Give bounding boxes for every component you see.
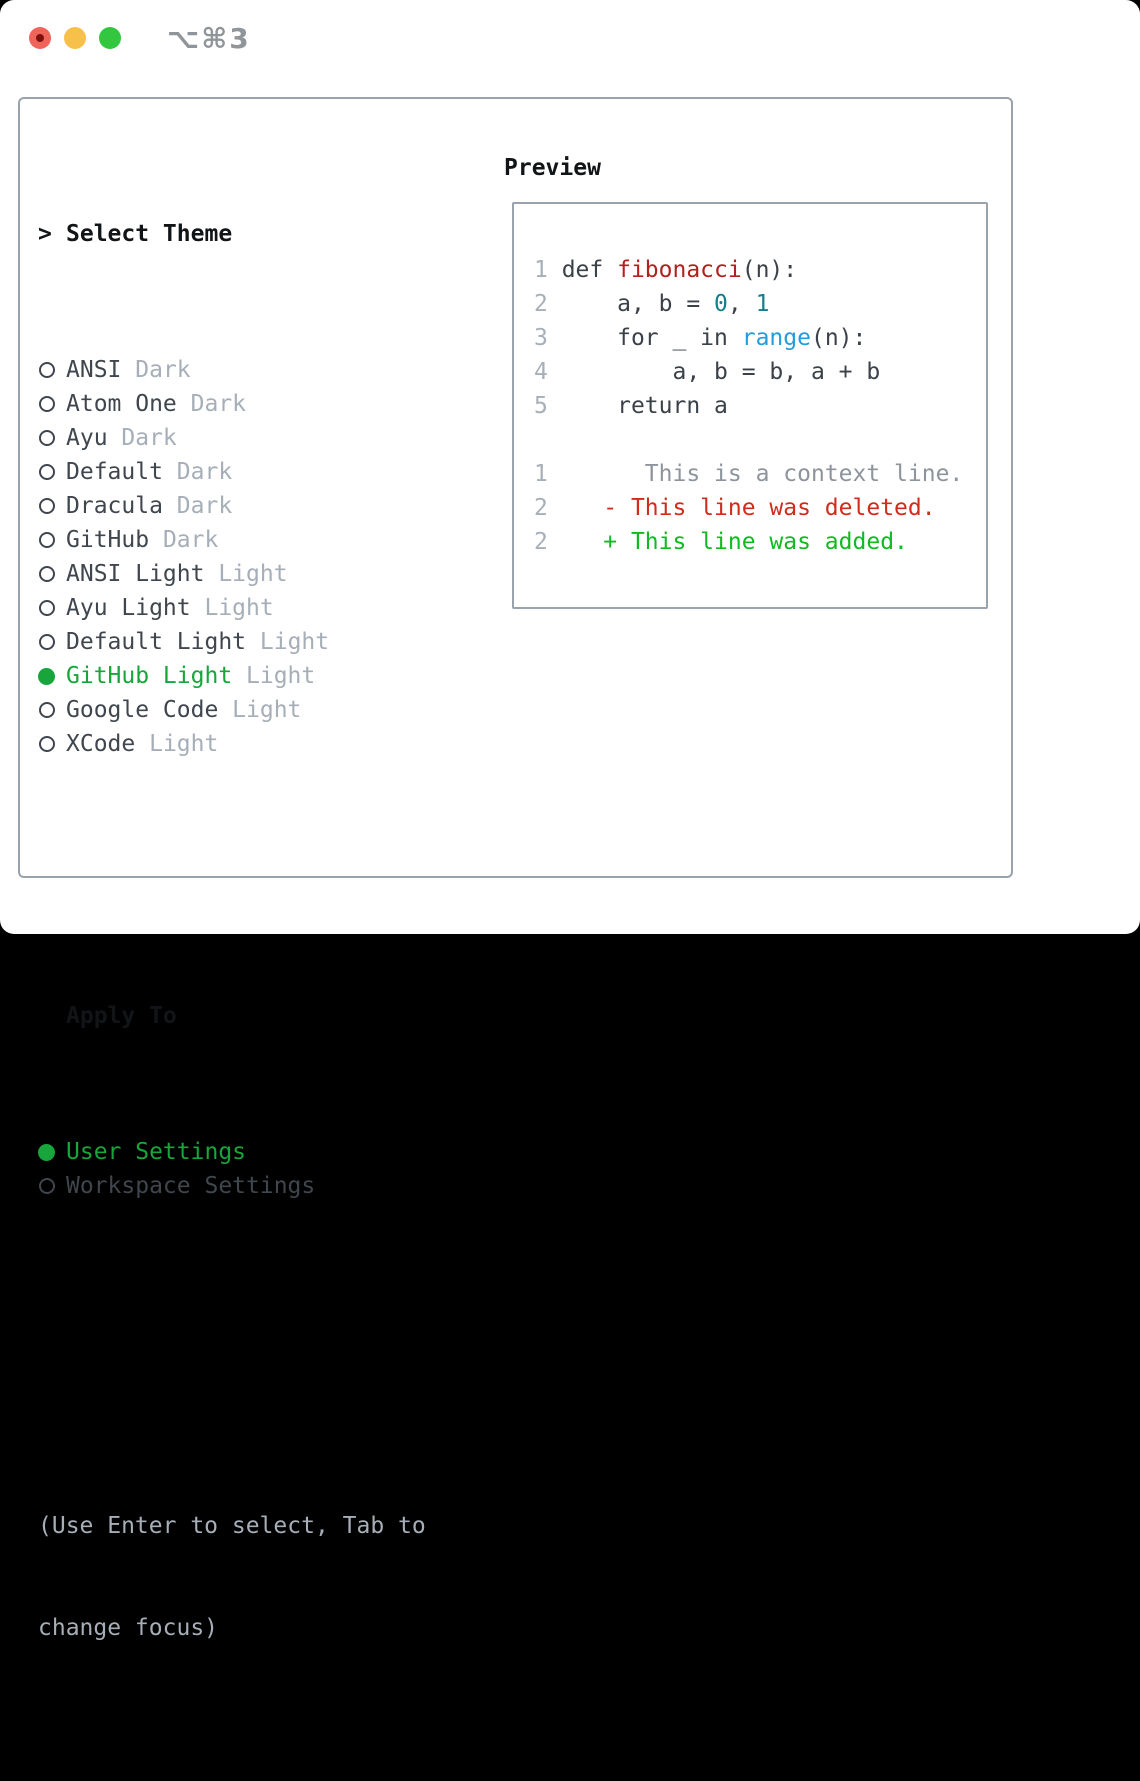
preview-code-box: 1 def fibonacci(n): 2 a, b = 0, 1 3 for _ … (512, 202, 988, 609)
theme-variant: Dark (190, 391, 247, 417)
theme-variant: Light (218, 561, 288, 587)
theme-name: GitHub Light (66, 663, 247, 689)
theme-option[interactable]: GitHub Light Light (38, 659, 426, 693)
radio-icon (38, 736, 66, 752)
theme-variant: Dark (121, 425, 177, 451)
theme-name: Atom One (66, 391, 191, 417)
minimize-button[interactable] (64, 27, 86, 49)
theme-option[interactable]: XCode Light (38, 727, 426, 761)
theme-option[interactable]: Default Light Light (38, 625, 426, 659)
window-title: ⌥⌘3 (167, 22, 251, 55)
theme-variant: Dark (176, 493, 233, 519)
theme-name: Default Light (66, 629, 260, 655)
radio-selected-icon (38, 1143, 66, 1161)
theme-name: Google Code (66, 697, 233, 723)
code-line (534, 423, 986, 457)
apply-to-option-label: Workspace Settings (66, 1173, 316, 1199)
help-line: change focus) (38, 1615, 219, 1641)
radio-icon (38, 566, 66, 582)
theme-variant: Dark (162, 527, 219, 553)
code-line: 1 def fibonacci(n): (534, 257, 798, 283)
code-line: 2 - This line was deleted. (534, 495, 936, 521)
theme-option[interactable]: Ayu Light Light (38, 591, 426, 625)
code-line: 1 This is a context line. (534, 461, 964, 487)
radio-icon (38, 430, 66, 446)
code-line: 2 + This line was added. (534, 529, 908, 555)
code-line: 2 a, b = 0, 1 (534, 291, 770, 317)
theme-option[interactable]: Google Code Light (38, 693, 426, 727)
radio-icon (38, 1178, 66, 1194)
radio-icon (38, 464, 66, 480)
theme-option[interactable]: GitHub Dark (38, 523, 426, 557)
code-line: 5 return a (534, 393, 728, 419)
theme-option[interactable]: Dracula Dark (38, 489, 426, 523)
help-text: (Use Enter to select, Tab to change focu… (38, 1441, 426, 1713)
apply-to-header: Apply To (38, 999, 426, 1033)
apply-to-label: Apply To (66, 1003, 177, 1029)
radio-icon (38, 702, 66, 718)
radio-icon (38, 498, 66, 514)
close-dot-icon (36, 34, 44, 42)
theme-option[interactable]: Atom One Dark (38, 387, 426, 421)
theme-variant: Light (246, 663, 316, 689)
theme-option[interactable]: ANSI Dark (38, 353, 426, 387)
apply-to-option-label: User Settings (66, 1139, 247, 1165)
radio-icon (38, 634, 66, 650)
radio-icon (38, 532, 66, 548)
radio-icon (38, 600, 66, 616)
theme-option[interactable]: Ayu Dark (38, 421, 426, 455)
theme-variant: Dark (135, 357, 191, 383)
theme-name: Ayu Light (66, 595, 205, 621)
apply-to-option[interactable]: User Settings (38, 1135, 426, 1169)
code-line: 4 a, b = b, a + b (534, 359, 881, 385)
theme-variant: Light (149, 731, 219, 757)
theme-name: XCode (66, 731, 150, 757)
select-theme-label: Select Theme (66, 221, 233, 247)
zoom-button[interactable] (99, 27, 121, 49)
theme-name: ANSI Light (66, 561, 219, 587)
spacer (38, 1305, 426, 1339)
theme-variant: Light (232, 697, 302, 723)
theme-option[interactable]: ANSI Light Light (38, 557, 426, 591)
radio-selected-icon (38, 667, 66, 685)
selection-cursor-icon: > (38, 221, 52, 247)
theme-name: Dracula (66, 493, 177, 519)
spacer (38, 863, 426, 897)
theme-name: Default (66, 459, 177, 485)
select-theme-header: > Select Theme (38, 217, 426, 251)
theme-name: GitHub (66, 527, 163, 553)
close-button[interactable] (29, 27, 51, 49)
titlebar: ⌥⌘3 (0, 0, 1140, 78)
theme-name: Ayu (66, 425, 122, 451)
radio-icon (38, 396, 66, 412)
help-line: (Use Enter to select, Tab to (38, 1513, 426, 1539)
preview-label: Preview (504, 155, 601, 181)
code-line: 3 for _ in range(n): (534, 325, 867, 351)
apply-to-option[interactable]: Workspace Settings (38, 1169, 426, 1203)
theme-variant: Dark (176, 459, 233, 485)
theme-name: ANSI (66, 357, 136, 383)
theme-variant: Light (259, 629, 330, 655)
radio-icon (38, 362, 66, 378)
theme-option[interactable]: Default Dark (38, 455, 426, 489)
theme-variant: Light (204, 595, 274, 621)
